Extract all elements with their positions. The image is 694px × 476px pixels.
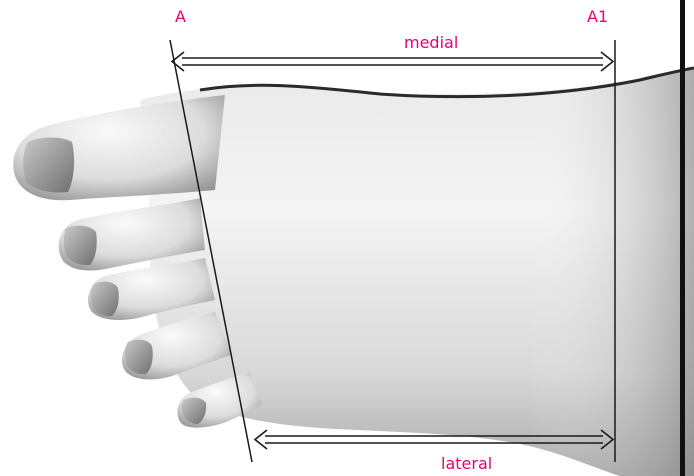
big-toe [13, 95, 225, 200]
toenail-1 [23, 138, 74, 193]
label-point-a1: A1 [587, 8, 608, 26]
label-medial: medial [404, 34, 458, 52]
label-lateral: lateral [441, 455, 492, 473]
right-border [680, 0, 685, 476]
label-point-a: A [175, 8, 186, 26]
medial-arrow [172, 52, 613, 71]
